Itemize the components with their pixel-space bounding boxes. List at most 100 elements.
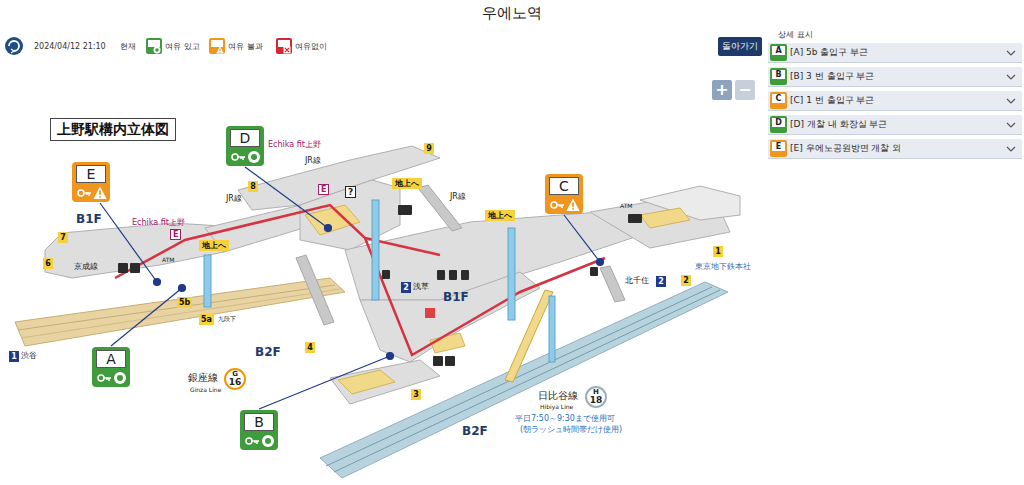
node-text: − (738, 80, 751, 99)
node-text: B (244, 413, 274, 431)
status-icon: C (770, 92, 787, 109)
floor-plan (45, 146, 740, 404)
floor-label: B2F (255, 345, 281, 359)
exit-sign: 地上へ (199, 240, 229, 251)
direction-label: 渋谷 (21, 351, 37, 360)
refresh-icon (5, 37, 23, 55)
legend-swatch (146, 38, 162, 54)
map-title: 上野駅構内立体図 (50, 118, 176, 141)
line-badge: H18 (585, 386, 607, 408)
detail-row: [B] 3 번 출입구 부근 B (768, 67, 1022, 87)
line-name: 銀座線 (188, 372, 218, 384)
exit-number: 5b (177, 297, 192, 308)
node-text: C (549, 177, 579, 195)
line-name: 日比谷線 (538, 390, 578, 402)
escalators (296, 185, 625, 325)
line-name: Hibiya Line (540, 403, 573, 410)
node-text: + (715, 80, 728, 99)
node-text: [C] 1 번 출입구 부근 (790, 95, 874, 106)
direction-label: 九段下 (218, 315, 236, 322)
legend-text: 여유없이 (295, 42, 327, 51)
node-text: B (772, 70, 785, 79)
status-icon (146, 38, 162, 54)
legend-text: 여유 있고 (165, 42, 200, 51)
detail-row: [D] 개찰 내 화장실 부근 D (768, 115, 1022, 135)
zoom-in-button: + (712, 80, 732, 100)
detail-row: [C] 1 번 출입구 부근 C (768, 91, 1022, 111)
exit-number: 1 (9, 351, 19, 362)
status-icon (209, 38, 225, 54)
platform-blocks (305, 205, 690, 394)
exit-number: 1 (713, 246, 723, 257)
exit-number: 6 (43, 258, 53, 269)
status-icon: E (770, 140, 787, 157)
legend-swatch (209, 38, 225, 54)
back-button: 돌아가기 (718, 37, 762, 56)
route-lines (115, 205, 605, 355)
toilet-marker: C (545, 174, 583, 214)
detail-row: [E] 우에노공원방면 개찰 외 E (768, 139, 1022, 159)
node-text: E (76, 165, 106, 183)
exit-number: 9 (424, 143, 434, 154)
node-text: A (96, 350, 126, 368)
floor-label: B2F (462, 424, 488, 438)
node-text: [A] 5b 출입구 부근 (790, 47, 868, 58)
timestamp-suffix: 현재 (120, 42, 136, 52)
legend-swatch (276, 38, 292, 54)
detail-row: [A] 5b 출입구 부근 A (768, 43, 1022, 63)
node-text: C (772, 94, 785, 103)
toilet-marker: B (240, 410, 278, 450)
exit-number: 8 (248, 181, 258, 192)
hibiya-line-platform (320, 282, 728, 478)
area-name: Echika fit上野 (268, 140, 321, 149)
node-text: D (230, 129, 260, 147)
building-label: 東京地下鉄本社 (695, 262, 751, 272)
status-icon: B (770, 68, 787, 85)
line-name: JR線 (226, 194, 242, 203)
note: (朝ラッシュ時間帯だけ使用) (520, 425, 622, 435)
toilet-marker: E (72, 162, 110, 202)
node-text: 18 (587, 396, 605, 405)
floor-label: B1F (443, 290, 469, 304)
status-icon (276, 38, 292, 54)
facility-icons (118, 205, 642, 366)
toilet-marker: A (92, 347, 130, 387)
exit-sign: 地上へ (485, 210, 515, 221)
leader-lines (100, 167, 604, 409)
line-name: Ginza Line (190, 386, 221, 393)
exit-number: 2 (656, 276, 666, 287)
node-text: D (772, 118, 785, 127)
facility-label: ATM (162, 256, 174, 263)
ginza-line-platform (15, 278, 345, 346)
floor-label: B1F (76, 212, 102, 226)
direction-label: 北千住 (625, 276, 649, 285)
toilet-marker: D (226, 126, 264, 166)
line-name: JR線 (305, 156, 321, 165)
node-text: 16 (226, 378, 244, 387)
area-name: Echika fit上野 (132, 218, 185, 227)
line-badge: G16 (224, 368, 246, 390)
info-mark: ? (345, 186, 356, 198)
node-text: H (587, 389, 605, 396)
area-mark: E (170, 229, 181, 240)
panel-heading: 상세 표시 (778, 30, 813, 40)
exit-number: 4 (305, 342, 315, 353)
node-text: [D] 개찰 내 화장실 부근 (790, 119, 887, 130)
timestamp: 2024/04/12 21:10 (34, 42, 106, 52)
exit-sign: 地上へ (392, 178, 422, 189)
status-icon: A (770, 44, 787, 61)
node-text: A (772, 46, 785, 55)
legend-text: 여유 불과 (228, 42, 263, 51)
exit-number: 5a (199, 314, 214, 325)
node-text: [B] 3 번 출입구 부근 (790, 71, 874, 82)
elevators (204, 200, 555, 362)
exit-number: 2 (401, 282, 411, 293)
node-text: G (226, 371, 244, 378)
node-text: 上野駅構内立体図 (57, 121, 169, 137)
node-text: [E] 우에노공원방면 개찰 외 (790, 143, 901, 154)
status-icon: D (770, 116, 787, 133)
node-text: E (772, 142, 785, 151)
node-text: 돌아가기 (722, 41, 758, 51)
area-mark: E (318, 184, 329, 195)
